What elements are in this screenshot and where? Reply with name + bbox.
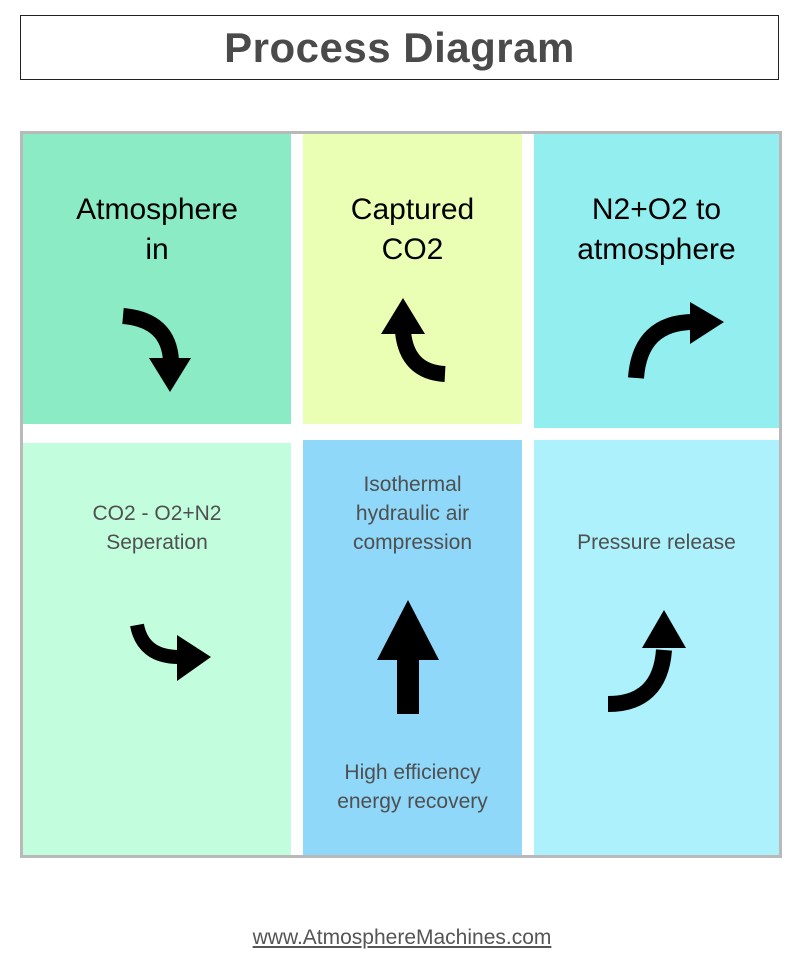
diagram-frame: Atmosphere in Captured CO2 N2+O2 to atmo… [20,131,782,858]
cell-to-atmosphere: N2+O2 to atmosphere [534,134,779,428]
cell-pressure-release: Pressure release [534,440,779,855]
title-box: Process Diagram [20,15,779,80]
curved-arrow-up-right-icon [607,610,686,712]
cell-atmosphere-in: Atmosphere in [23,134,291,424]
curved-arrow-right-icon [628,302,724,379]
arrow-up-icon [377,600,439,714]
cell-captured-co2: Captured CO2 [303,134,522,424]
atmosphere-in-label: Atmosphere in [76,193,238,266]
captured-co2-label: Captured CO2 [350,193,475,266]
cell-separation: CO2 - O2+N2 Seperation [23,443,291,855]
compression-top-label: Isothermal hydraulic air compression [352,473,473,554]
separation-label: CO2 - O2+N2 Seperation [92,502,222,554]
curved-arrow-right-icon [130,623,211,681]
compression-bottom-label: High efficiency energy recovery [337,761,488,813]
pressure-release-label: Pressure release [577,531,736,554]
curved-arrow-up-left-icon [381,298,446,382]
to-atmosphere-label: N2+O2 to atmosphere [577,193,736,266]
diagram-title: Process Diagram [224,23,575,71]
website-link[interactable]: www.AtmosphereMachines.com [252,926,552,949]
cell-compression: Isothermal hydraulic air compression Hig… [303,440,522,855]
curved-arrow-down-right-icon [121,308,191,392]
